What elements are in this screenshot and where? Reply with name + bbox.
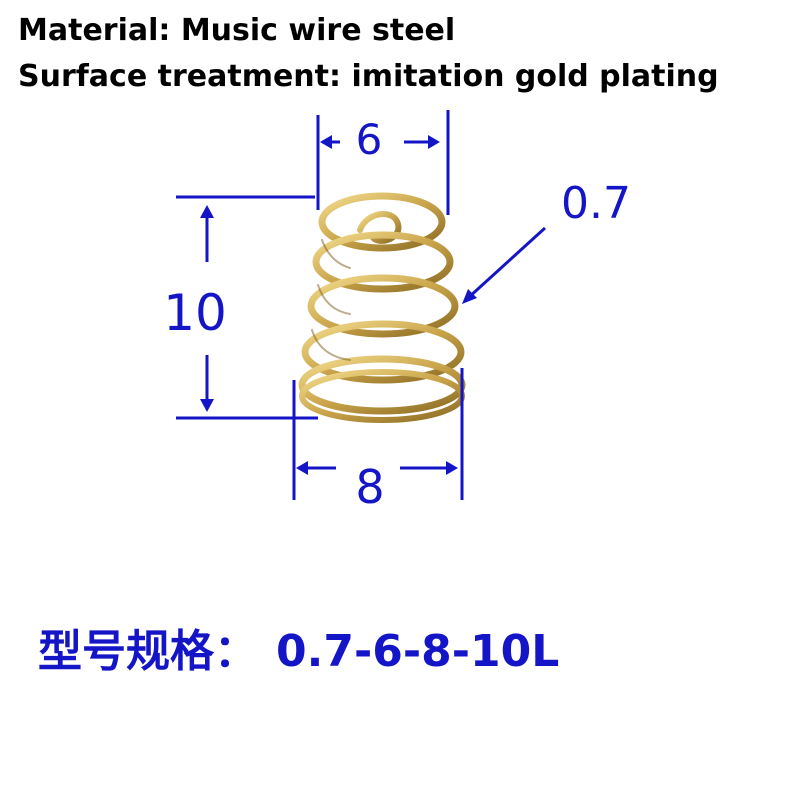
spring-coil-5 [298,355,466,415]
spring-coil-3 [307,274,459,338]
height-label: 10 [163,284,227,342]
bottom-diameter-label: 8 [355,460,384,514]
model-spec: 型号规格：0.7-6-8-10L [38,630,559,674]
bottom-arrowhead-right [446,461,458,475]
spring-coil-1 [318,192,446,252]
model-spec-label: 型号规格： [38,626,258,677]
spring-shade [311,239,351,361]
bottom-arrowhead-left [296,461,308,475]
spring-coil-2 [312,231,454,293]
height-arrowhead-up [200,205,214,218]
wire-leader-arrowhead [462,289,477,304]
spring-top-curl [357,211,402,244]
arrow-heads [200,135,477,475]
wire-diameter-label: 0.7 [561,178,631,229]
height-arrowhead-down [200,399,214,412]
spring-illustration [298,192,466,423]
surface-treatment-text: Surface treatment: imitation gold platin… [18,59,719,94]
wire-leader-line [466,226,547,300]
model-spec-code: 0.7-6-8-10L [276,626,560,677]
dimension-lines [176,110,547,500]
top-diameter-label: 6 [356,115,383,164]
material-text: Material: Music wire steel [18,13,456,48]
spring-coil-4 [301,320,465,384]
top-arrowhead-right [428,135,440,149]
top-arrowhead-left [320,135,332,149]
